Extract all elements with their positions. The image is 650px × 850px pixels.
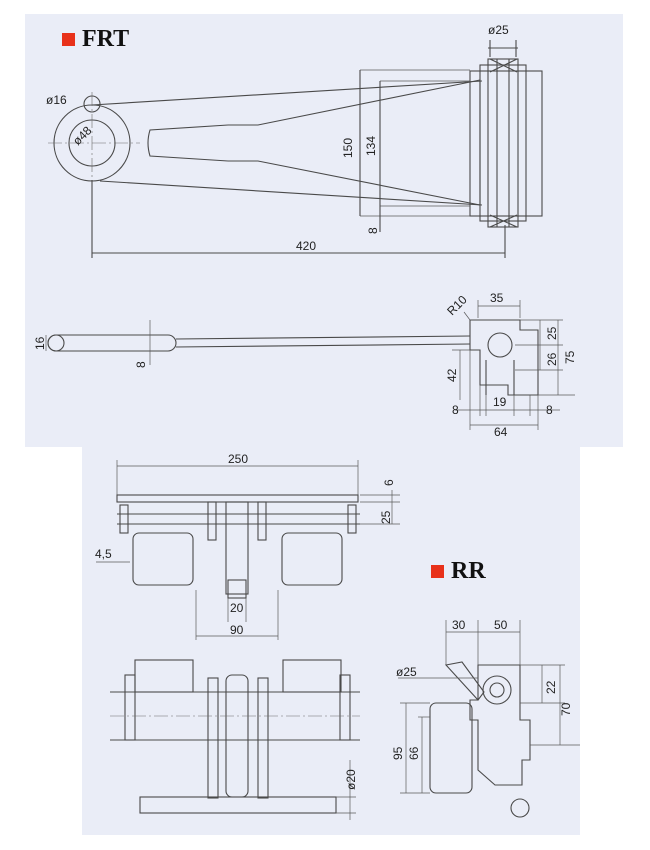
frt-title: FRT [82,26,130,52]
red-square-marker [62,33,75,46]
dim-frt-d16: ø16 [46,93,67,107]
frt-top-view [48,40,543,258]
dim-frt-19: 19 [493,395,507,409]
dim-frt-b8b: 8 [546,403,553,417]
dim-frt-side-8: 8 [134,361,148,368]
dim-frt-b8a: 8 [452,403,459,417]
frt-drawing-panel [25,14,623,447]
front-right-pad [282,659,342,693]
rr-title: RR [451,558,486,584]
dim-rr-20: 20 [230,601,244,615]
dim-rr-66: 66 [407,746,421,760]
dim-rr-50: 50 [494,618,508,632]
dim-frt-42: 42 [445,368,459,382]
rr-section-label: RR [431,558,486,585]
dim-rr-d20: ø20 [344,769,358,790]
hinge-bracket-frame [469,70,543,217]
right-pad [281,532,343,586]
front-left-pad [134,659,194,693]
rr-shaft-end [510,798,530,818]
red-square-marker [431,565,444,578]
rr-front-view [110,659,360,820]
hinge-block [469,319,539,396]
left-pad [132,532,194,586]
rr-hinge-bracket [469,664,531,786]
rr-pad-side [429,702,473,794]
dim-frt-16: 16 [33,336,47,350]
dim-frt-420: 420 [296,239,316,253]
dim-frt-25: 25 [545,326,559,340]
front-shaft [139,796,337,814]
dim-rr-95: 95 [391,746,405,760]
front-center-arm [225,674,249,798]
center-arm [225,501,249,595]
dim-frt-8: 8 [366,227,380,234]
rr-side-view [398,620,580,818]
dim-rr-d25: ø25 [396,665,417,679]
dim-rr-25: 25 [379,510,393,524]
dim-frt-64: 64 [494,425,508,439]
dim-rr-45: 4,5 [95,547,112,561]
arm-eye-end [47,334,177,352]
dim-rr-70: 70 [559,702,573,716]
rr-drawing-panel [82,447,580,835]
rr-lever [444,661,485,701]
rr-top-view [96,460,400,640]
dim-frt-150: 150 [341,138,355,158]
dim-rr-22: 22 [544,680,558,694]
frt-section-label: FRT [62,26,129,53]
frt-side-view [45,300,575,430]
dim-frt-75: 75 [563,350,577,364]
mounting-plate [116,494,359,503]
dim-frt-26: 26 [545,352,559,366]
dim-frt-35: 35 [490,291,504,305]
pin-body [487,58,519,228]
dim-rr-6: 6 [382,479,396,486]
dim-rr-90: 90 [230,623,244,637]
dim-frt-d25: ø25 [488,23,509,37]
rr-pin-circle [482,675,512,705]
pin-hole [487,332,513,358]
dim-rr-250: 250 [228,452,248,466]
dim-rr-30: 30 [452,618,466,632]
dim-frt-d48: ø48 [70,123,95,148]
dim-frt-134: 134 [364,136,378,156]
